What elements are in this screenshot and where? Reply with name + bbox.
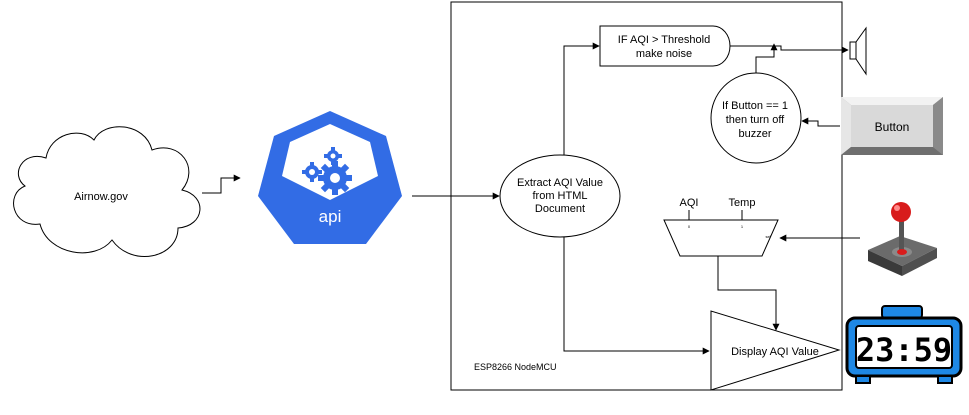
arrow-mux-to-display — [717, 256, 780, 331]
arrow-extract-to-display — [563, 237, 710, 355]
mux-port-1: 1 — [741, 224, 744, 229]
arrow-logic-to-buzzer-line — [755, 43, 778, 73]
threshold-node: IF AQI > Threshold make noise — [599, 25, 731, 67]
arrow-button-to-logic — [801, 117, 840, 127]
arrow-cloud-to-api — [202, 174, 241, 194]
airnow-cloud: Airnow.gov — [13, 126, 201, 257]
joystick-icon — [868, 202, 937, 276]
arrow-threshold-to-speaker — [730, 45, 849, 54]
threshold-line-1: IF AQI > Threshold — [618, 34, 710, 46]
board-label: ESP8266 NodeMCU — [474, 362, 557, 372]
airnow-label: Airnow.gov — [74, 191, 128, 203]
mux-port-0: 0 — [688, 224, 691, 229]
mux-input-temp: Temp — [729, 197, 756, 209]
threshold-line-2: make noise — [636, 48, 692, 60]
button-logic-line-1: If Button == 1 — [722, 100, 788, 112]
display-label: Display AQI Value — [731, 346, 819, 358]
mux-port-sel: sel — [765, 234, 770, 239]
api-gears-icon: api — [258, 111, 402, 244]
display-node: Display AQI Value — [710, 310, 841, 391]
arrow-extract-to-threshold — [563, 42, 600, 155]
clock-time: 23:59 — [856, 331, 952, 369]
speaker-icon — [849, 26, 867, 76]
digital-clock-icon: 23:59 — [845, 305, 963, 384]
button-logic-node: If Button == 1 then turn off buzzer — [710, 72, 802, 164]
extract-node: Extract AQI Value from HTML Document — [499, 154, 621, 238]
extract-line-1: Extract AQI Value — [517, 177, 603, 189]
mux-input-aqi: AQI — [680, 197, 699, 209]
mux-node: AQI Temp 0 1 sel — [663, 197, 779, 257]
button-component: Button — [841, 97, 943, 155]
extract-line-2: from HTML — [533, 190, 588, 202]
button-logic-line-2: then turn off — [726, 114, 785, 126]
api-label: api — [319, 207, 342, 226]
button-logic-line-3: buzzer — [738, 128, 771, 140]
extract-line-3: Document — [535, 203, 585, 215]
button-label: Button — [875, 120, 910, 134]
